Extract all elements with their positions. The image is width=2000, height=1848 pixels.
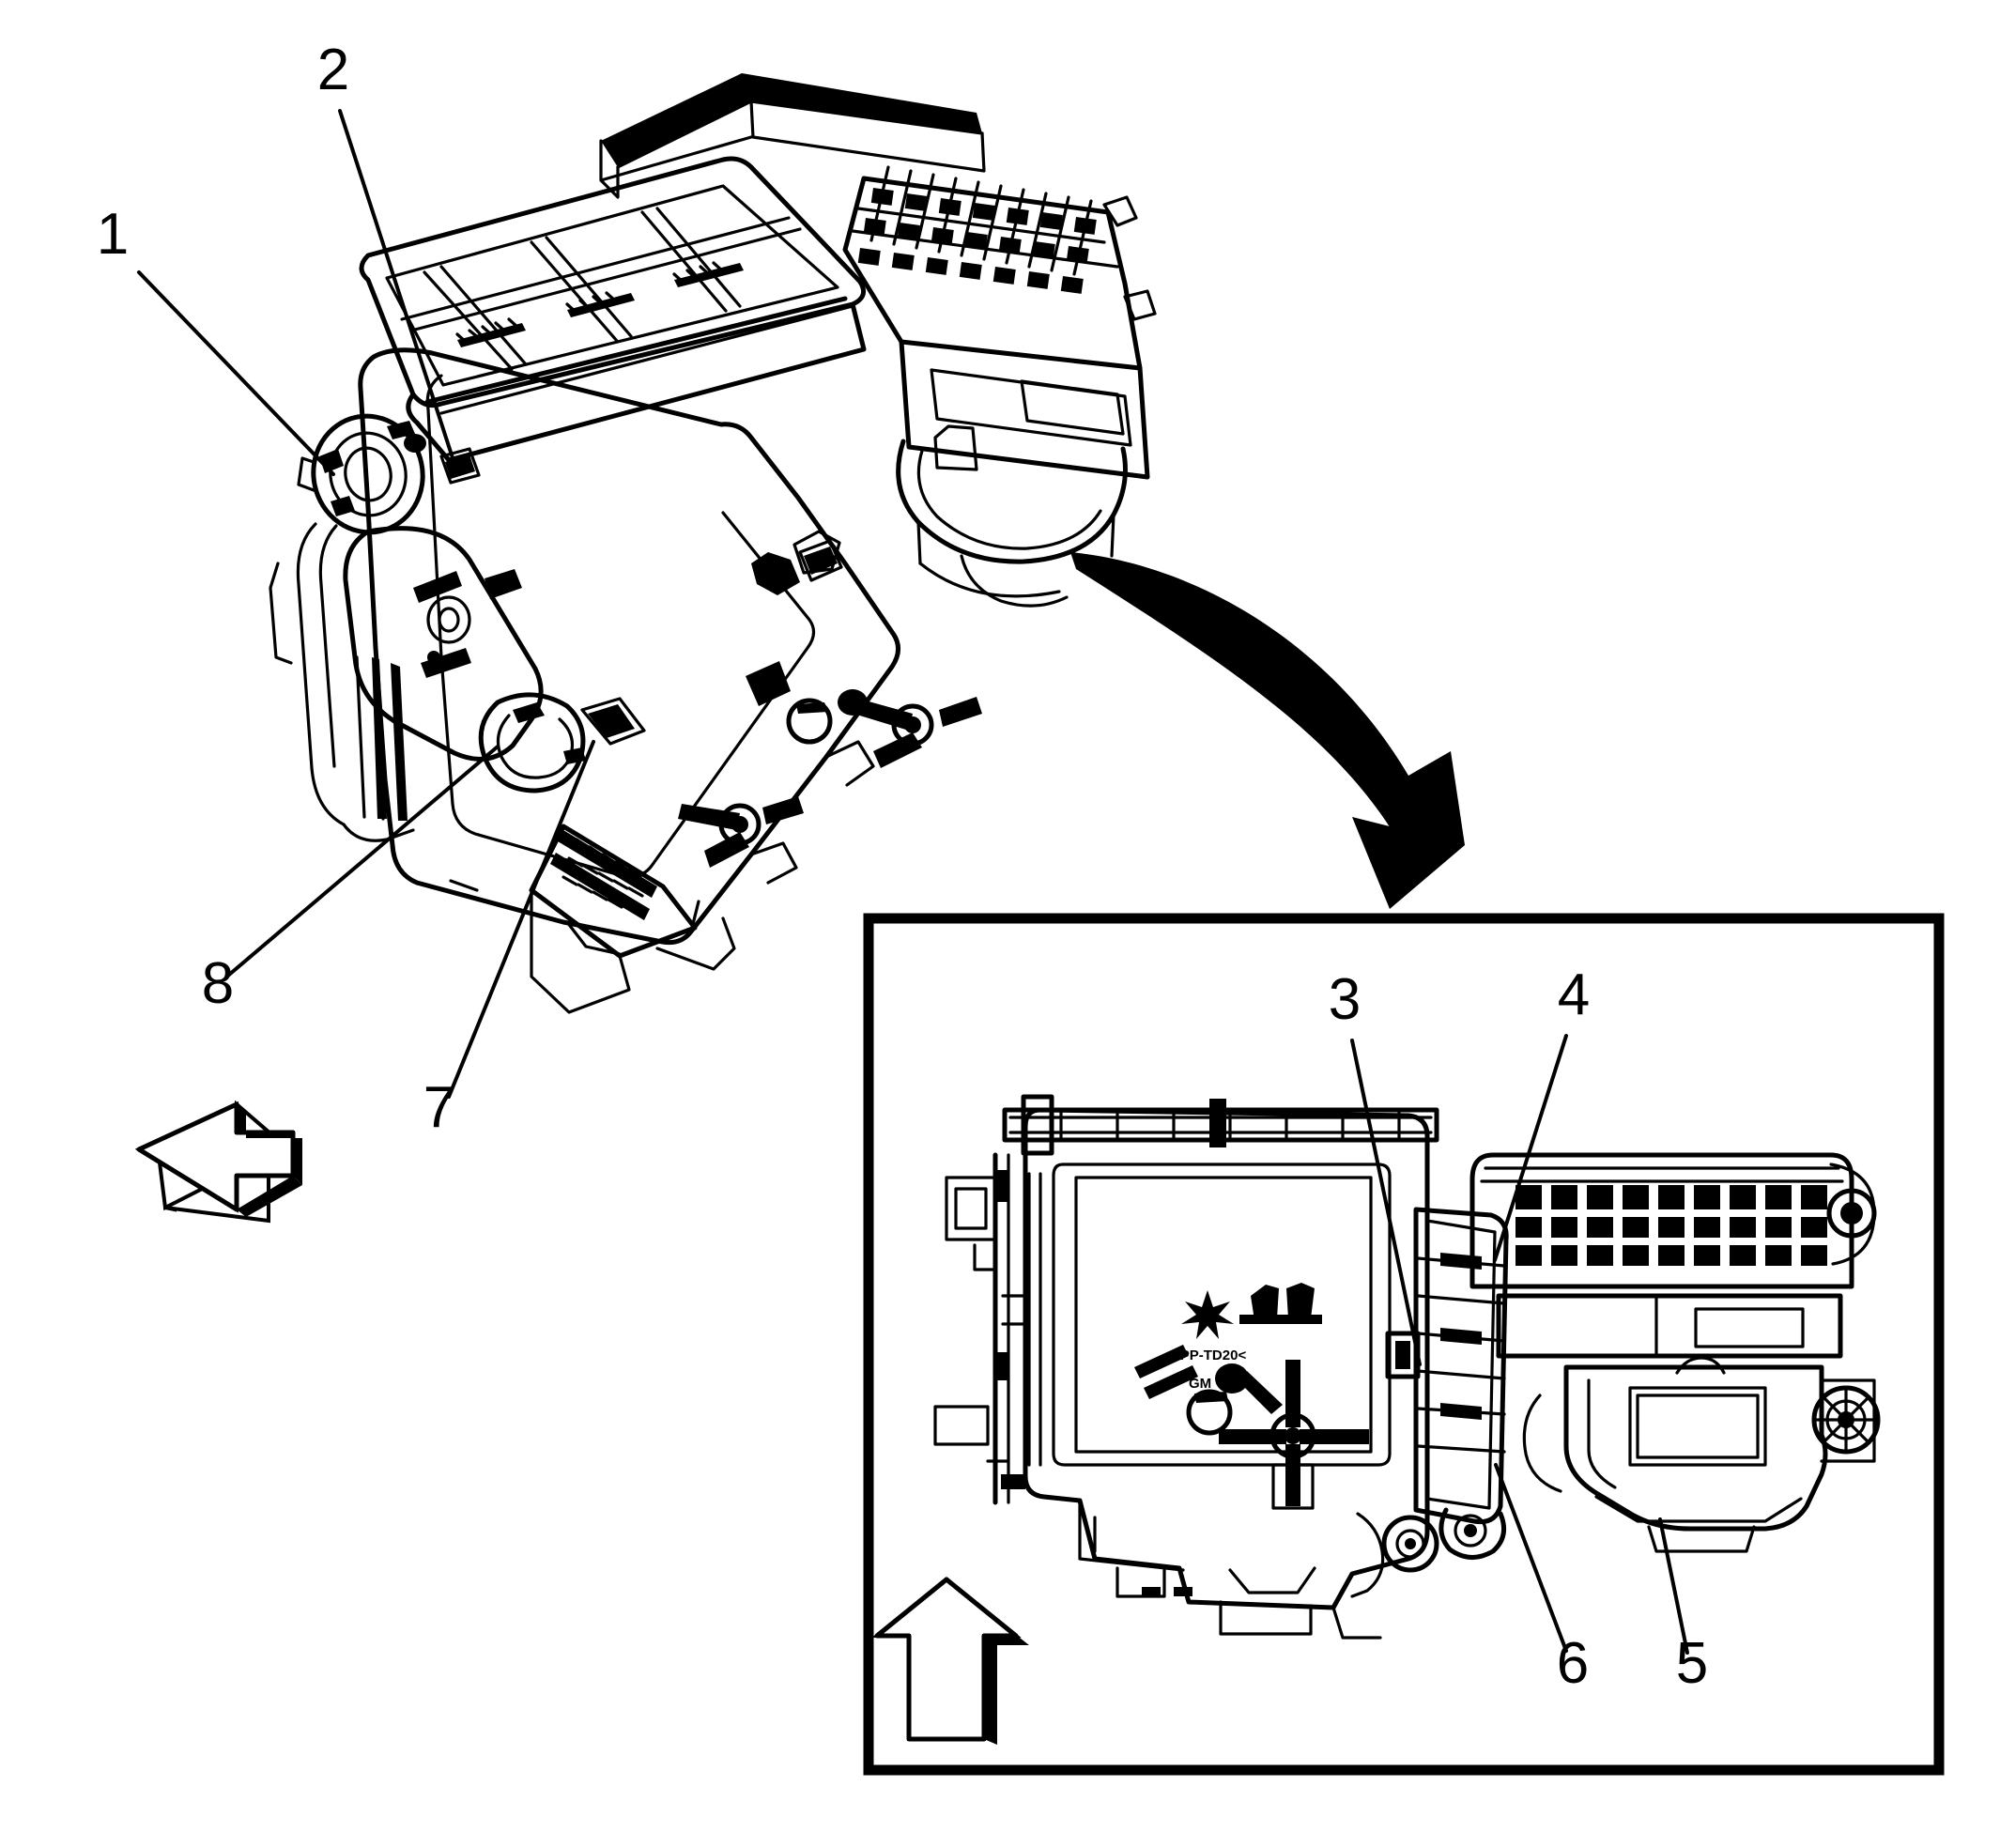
callout-5: 5 (1676, 1631, 1708, 1696)
actuator-connector (404, 434, 481, 485)
evaporator-core-block (842, 165, 1157, 480)
callout-3: 3 (1329, 967, 1361, 1032)
leader-6 (1494, 1463, 1568, 1653)
main-hvac-assembly (269, 73, 1157, 1014)
case-mounting-flange (449, 879, 736, 971)
case-molded-details (746, 539, 843, 745)
clip-symbol-icon (1239, 1283, 1322, 1324)
callout-4: 4 (1558, 962, 1590, 1027)
leader-3 (1350, 1039, 1422, 1366)
case-lower-bracket (580, 697, 646, 746)
manufacturer-marking-text: GM (1189, 1376, 1211, 1392)
molding-symbols: >PP-TD20< GM (1134, 1283, 1322, 1436)
upper-duct-frame (359, 156, 867, 463)
material-marking-text: >PP-TD20< (1172, 1348, 1246, 1363)
door-linkage-cover (343, 526, 544, 762)
callout-8: 8 (202, 951, 234, 1016)
case-side-ribs (269, 522, 415, 842)
callout-leader-lines (137, 109, 1689, 1655)
curved-down-arrow (1070, 552, 1465, 909)
leader-4 (1493, 1034, 1568, 1262)
leader-1 (137, 270, 335, 476)
lower-outlet-duct (529, 824, 698, 1014)
callout-1: 1 (97, 202, 129, 267)
inset-linkage-column (1385, 1207, 1509, 1560)
temperature-actuator (478, 692, 586, 793)
leader-7 (447, 740, 595, 1099)
callout-2: 2 (317, 38, 349, 102)
hvac-case-body (358, 347, 900, 946)
inset-evaporator-blower (1469, 1152, 1881, 1553)
inset-hvac-case: >PP-TD20< GM (933, 1094, 1439, 1636)
left-direction-arrow (134, 1100, 302, 1224)
actuator-cluster-left (269, 413, 586, 842)
evaporator-fins-upper (455, 261, 744, 347)
recycle-star-icon (1181, 1290, 1234, 1339)
detail-view-box: >PP-TD20< GM (863, 913, 1945, 1776)
leader-2 (338, 109, 458, 471)
inset-case-side-hardware (933, 1152, 1025, 1505)
inset-lower-duct (1078, 1501, 1439, 1640)
top-air-flap (599, 73, 986, 199)
door-pivot-left (678, 796, 804, 868)
callout-6: 6 (1557, 1631, 1589, 1696)
air-door-pivots (678, 689, 982, 868)
leader-8 (227, 745, 500, 977)
blower-motor-housing (896, 424, 1128, 608)
leader-5 (1658, 1517, 1689, 1655)
mode-actuator (297, 413, 425, 535)
door-pivot-right (838, 689, 982, 768)
up-direction-arrow (871, 1577, 1029, 1745)
callout-numbers: 1 2 3 4 5 6 7 8 (97, 38, 1708, 1696)
callout-7: 7 (423, 1075, 455, 1140)
retainer-clips (792, 530, 841, 575)
inset-door-pivot (1215, 1360, 1369, 1510)
